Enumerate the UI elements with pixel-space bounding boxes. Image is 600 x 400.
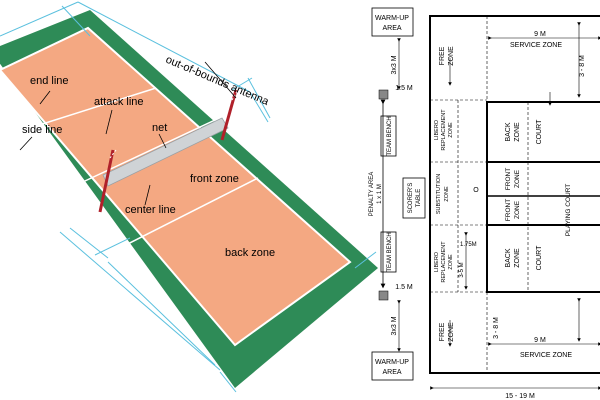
warmup-top-2: AREA (382, 25, 401, 32)
dim-3x3-bottom: 3x3 M (391, 316, 398, 335)
scorers-table-2: TABLE (416, 189, 422, 208)
front-zone-top-2: ZONE (514, 169, 521, 188)
back-zone-top-2: ZONE (514, 122, 521, 142)
front-zone-bottom-2: ZONE (514, 200, 521, 219)
attack-line-label: attack line (94, 96, 144, 108)
plan-labels: WARM-UP AREA WARM-UP AREA 3x3 M 3x3 M 1.… (369, 15, 586, 400)
side-line-label: side line (22, 124, 62, 136)
dimension-lines (0, 1, 377, 393)
dim-3-8-top: 3 - 8 M (579, 55, 586, 77)
attack-line-far (35, 87, 157, 127)
warmup-bottom-2: AREA (382, 369, 401, 376)
center-line-label: center line (125, 204, 176, 216)
net-label: net (152, 122, 167, 134)
warmup-area-top (371, 7, 414, 37)
free-zone-top-2: ZONE (448, 46, 455, 66)
perspective-court: end line attack line side line net out-o… (0, 1, 378, 393)
substitution-1: SUBSTITUTION (436, 174, 442, 214)
front-zone-top-1: FRONT (505, 168, 512, 190)
libero-top-1: LIBERO (434, 119, 440, 140)
competition-area (429, 15, 600, 374)
substitution-2: ZONE (444, 186, 450, 202)
antenna-right (220, 89, 238, 141)
marker-o: O (473, 187, 479, 194)
playing-court-plan (486, 101, 600, 293)
scorers-table-1: SCORER'S (408, 183, 414, 214)
plan-diagram (371, 7, 600, 390)
back-zone-top-1: BACK (505, 122, 512, 141)
court-top: COURT (536, 119, 543, 144)
warmup-area-bottom (371, 351, 414, 381)
dim-3-8-bottom: 3 - 8 M (493, 317, 500, 339)
center-line (69, 119, 216, 189)
service-bottom-label: SERVICE ZONE (520, 352, 572, 359)
service-bottom-dim: 9 M (534, 337, 546, 344)
penalty-box-bottom (378, 290, 389, 301)
dim-1-5-bottom: 1.5 M (395, 284, 413, 291)
dim-3x3-top: 3x3 M (391, 55, 398, 74)
front-zone-bottom-1: FRONT (505, 199, 512, 221)
antenna-left (98, 149, 115, 213)
free-zone-bottom-1: FREE (439, 322, 446, 341)
libero-top-2: REPLACEMENT (441, 109, 447, 151)
penalty-box-top (378, 89, 389, 100)
free-zone-top-1: FREE (439, 46, 446, 65)
dim-1-75: 1.75M (460, 242, 477, 248)
leader-lines (19, 61, 237, 206)
team-bench-top-label: TEAM BENCH (387, 116, 393, 155)
width-dim: 15 - 19 M (505, 393, 535, 400)
back-zone-label: back zone (225, 247, 275, 259)
warmup-bottom-1: WARM-UP (375, 359, 409, 366)
attack-line-near (107, 177, 259, 255)
libero-bottom-1: LIBERO (434, 251, 440, 272)
scorers-table (402, 177, 426, 219)
libero-bottom-2: REPLACEMENT (441, 241, 447, 283)
free-zone-bottom-2: ZONE (448, 322, 455, 342)
libero-top-3: ZONE (448, 122, 454, 138)
team-bench-bottom-label: TEAM BENCH (387, 232, 393, 271)
penalty-area-1: PENALTY AREA (369, 172, 375, 216)
playing-court (0, 26, 352, 347)
front-zone-label: front zone (190, 173, 239, 185)
back-zone-bottom-2: ZONE (514, 248, 521, 268)
dim-1-5-top: 1.5 M (395, 85, 413, 92)
service-top-label: SERVICE ZONE (510, 42, 562, 49)
penalty-area-2: 1 x 1 M (377, 184, 383, 204)
end-line-label: end line (30, 75, 69, 87)
dim-3-5: 3-5 M (459, 262, 465, 277)
libero-bottom-3: ZONE (448, 254, 454, 270)
court-bottom: COURT (536, 245, 543, 270)
playing-court-label: PLAYING COURT (565, 184, 572, 237)
warmup-top-1: WARM-UP (375, 15, 409, 22)
back-zone-bottom-1: BACK (505, 248, 512, 267)
service-top-dim: 9 M (534, 31, 546, 38)
